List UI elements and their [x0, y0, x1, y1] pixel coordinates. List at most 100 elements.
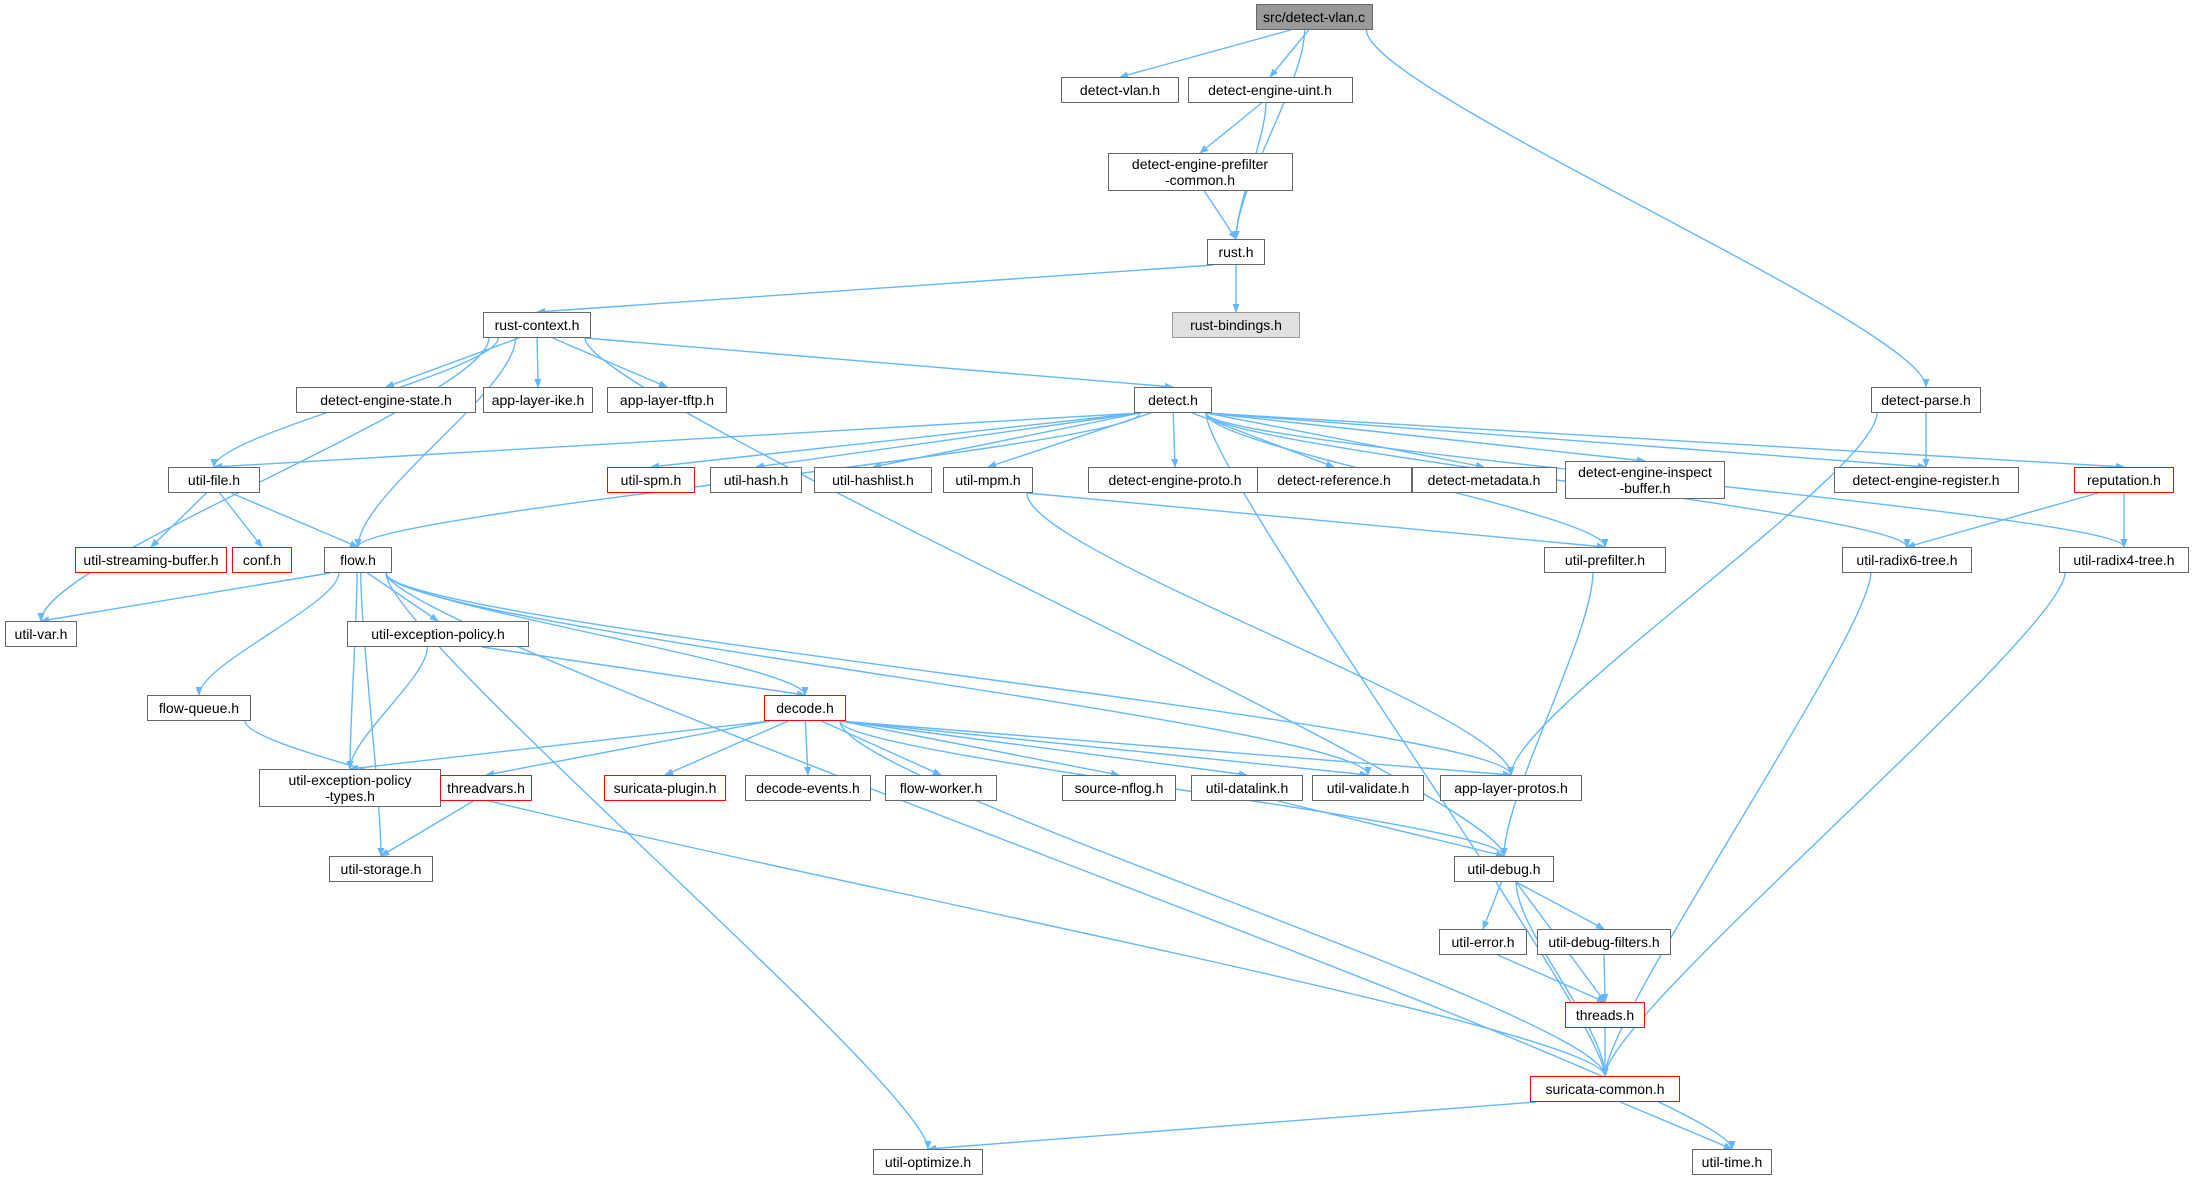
node-util-error[interactable]: util-error.h	[1439, 929, 1527, 955]
edge-root-to-engine-uint	[1269, 29, 1310, 78]
node-label: util-storage.h	[340, 861, 422, 877]
node-util-datalink[interactable]: util-datalink.h	[1191, 775, 1303, 801]
edge-flow-to-exception-policy	[367, 572, 439, 622]
node-flow[interactable]: flow.h	[324, 547, 392, 573]
node-util-file[interactable]: util-file.h	[168, 467, 260, 493]
node-label: util-debug-filters.h	[1548, 934, 1660, 950]
edge-exception-policy-to-decode	[481, 646, 806, 698]
node-rust[interactable]: rust.h	[1207, 239, 1265, 265]
node-label: detect-engine-inspect -buffer.h	[1578, 464, 1712, 496]
node-engine-uint[interactable]: detect-engine-uint.h	[1187, 77, 1353, 103]
node-label: util-file.h	[187, 472, 241, 488]
node-util-time[interactable]: util-time.h	[1692, 1149, 1772, 1175]
node-app-ike[interactable]: app-layer-ike.h	[483, 387, 593, 413]
node-util-mpm[interactable]: util-mpm.h	[943, 467, 1033, 493]
node-rust-context[interactable]: rust-context.h	[483, 312, 591, 338]
edge-root-to-detect-parse	[1365, 29, 1930, 388]
edge-debug-filters-to-threads	[1601, 954, 1609, 1003]
node-util-hash[interactable]: util-hash.h	[710, 467, 802, 493]
node-util-var[interactable]: util-var.h	[5, 621, 77, 647]
edge-decode-to-threadvars	[485, 720, 771, 778]
node-decode-events[interactable]: decode-events.h	[745, 775, 871, 801]
node-label: util-streaming-buffer.h	[83, 552, 219, 568]
edge-detect-parse-to-app-protos	[1507, 412, 1878, 776]
node-label: util-radix4-tree.h	[2073, 552, 2175, 568]
node-label: detect.h	[1148, 392, 1198, 408]
node-detect-parse[interactable]: detect-parse.h	[1871, 387, 1981, 413]
node-label: app-layer-ike.h	[491, 392, 585, 408]
node-label: util-optimize.h	[884, 1154, 972, 1170]
node-threadvars[interactable]: threadvars.h	[440, 775, 532, 801]
node-exception-types[interactable]: util-exception-policy -types.h	[259, 769, 441, 807]
node-engine-register[interactable]: detect-engine-register.h	[1833, 467, 2019, 493]
edge-decode-to-exception-types	[349, 720, 771, 772]
edge-threadvars-to-util-storage	[380, 800, 474, 857]
node-util-optimize[interactable]: util-optimize.h	[873, 1149, 983, 1175]
node-label: util-hash.h	[723, 472, 789, 488]
node-label: app-layer-protos.h	[1454, 780, 1568, 796]
node-streaming-buffer[interactable]: util-streaming-buffer.h	[75, 547, 227, 573]
node-label: conf.h	[242, 552, 282, 568]
node-rust-bindings[interactable]: rust-bindings.h	[1172, 312, 1300, 338]
node-root[interactable]: src/detect-vlan.c	[1255, 4, 1373, 30]
node-detect-metadata[interactable]: detect-metadata.h	[1411, 467, 1557, 493]
edge-util-debug-to-debug-filters	[1515, 881, 1605, 930]
node-debug-filters[interactable]: util-debug-filters.h	[1537, 929, 1671, 955]
node-source-nflog[interactable]: source-nflog.h	[1062, 775, 1176, 801]
node-label: detect-parse.h	[1881, 392, 1971, 408]
node-label: util-error.h	[1451, 934, 1515, 950]
edge-util-datalink-to-util-debug	[1277, 800, 1505, 858]
node-util-storage[interactable]: util-storage.h	[329, 856, 433, 882]
edge-rust-context-to-util-var	[37, 337, 490, 622]
node-suricata-common[interactable]: suricata-common.h	[1530, 1076, 1680, 1102]
edge-decode-to-decode-events	[804, 720, 812, 776]
node-suricata-plugin[interactable]: suricata-plugin.h	[604, 775, 726, 801]
node-decode[interactable]: decode.h	[764, 695, 846, 721]
edge-flow-to-util-validate	[385, 572, 1372, 776]
node-engine-state[interactable]: detect-engine-state.h	[296, 387, 476, 413]
node-flow-worker[interactable]: flow-worker.h	[885, 775, 997, 801]
edge-detect-to-util-file	[213, 412, 1141, 471]
node-conf[interactable]: conf.h	[232, 547, 292, 573]
edge-suricata-common-to-util-optimize	[927, 1101, 1537, 1152]
node-radix6[interactable]: util-radix6-tree.h	[1842, 547, 1972, 573]
edge-util-prefilter-to-util-debug	[1500, 572, 1594, 857]
node-label: decode-events.h	[756, 780, 860, 796]
edge-decode-to-util-validate	[839, 720, 1369, 778]
node-threads[interactable]: threads.h	[1565, 1002, 1645, 1028]
node-label: suricata-plugin.h	[613, 780, 717, 796]
edge-util-file-to-conf	[219, 492, 263, 548]
node-label: util-datalink.h	[1205, 780, 1289, 796]
node-engine-inspect[interactable]: detect-engine-inspect -buffer.h	[1565, 461, 1725, 499]
edge-util-mpm-to-util-prefilter	[1026, 492, 1606, 550]
edge-util-mpm-to-app-protos	[1026, 492, 1515, 776]
node-detect-vlan-h[interactable]: detect-vlan.h	[1061, 77, 1179, 103]
node-flow-queue[interactable]: flow-queue.h	[147, 695, 251, 721]
node-engine-proto[interactable]: detect-engine-proto.h	[1087, 467, 1263, 493]
node-label: util-var.h	[14, 626, 68, 642]
edge-detect-to-reputation	[1205, 412, 2125, 471]
edge-detect-to-detect-reference	[1192, 412, 1335, 468]
node-exception-policy[interactable]: util-exception-policy.h	[347, 621, 529, 647]
node-app-protos[interactable]: app-layer-protos.h	[1440, 775, 1582, 801]
node-radix4[interactable]: util-radix4-tree.h	[2059, 547, 2189, 573]
node-util-validate[interactable]: util-validate.h	[1312, 775, 1424, 801]
node-detect-reference[interactable]: detect-reference.h	[1256, 467, 1412, 493]
node-util-prefilter[interactable]: util-prefilter.h	[1544, 547, 1666, 573]
node-label: detect-engine-proto.h	[1108, 472, 1242, 488]
node-util-debug[interactable]: util-debug.h	[1454, 856, 1554, 882]
node-detect[interactable]: detect.h	[1134, 387, 1212, 413]
edge-suricata-common-to-util-time	[1619, 1101, 1733, 1150]
node-util-spm[interactable]: util-spm.h	[607, 467, 695, 493]
node-prefilter-common[interactable]: detect-engine-prefilter -common.h	[1107, 153, 1293, 191]
edge-util-error-to-threads	[1497, 954, 1606, 1003]
node-app-tftp[interactable]: app-layer-tftp.h	[607, 387, 727, 413]
node-label: util-exception-policy -types.h	[288, 772, 412, 804]
node-label: util-prefilter.h	[1564, 552, 1646, 568]
node-util-hashlist[interactable]: util-hashlist.h	[814, 467, 932, 493]
edge-decode-to-suricata-common	[839, 720, 1609, 1077]
node-label: src/detect-vlan.c	[1263, 9, 1365, 25]
node-reputation[interactable]: reputation.h	[2074, 467, 2174, 493]
node-label: detect-reference.h	[1277, 472, 1391, 488]
